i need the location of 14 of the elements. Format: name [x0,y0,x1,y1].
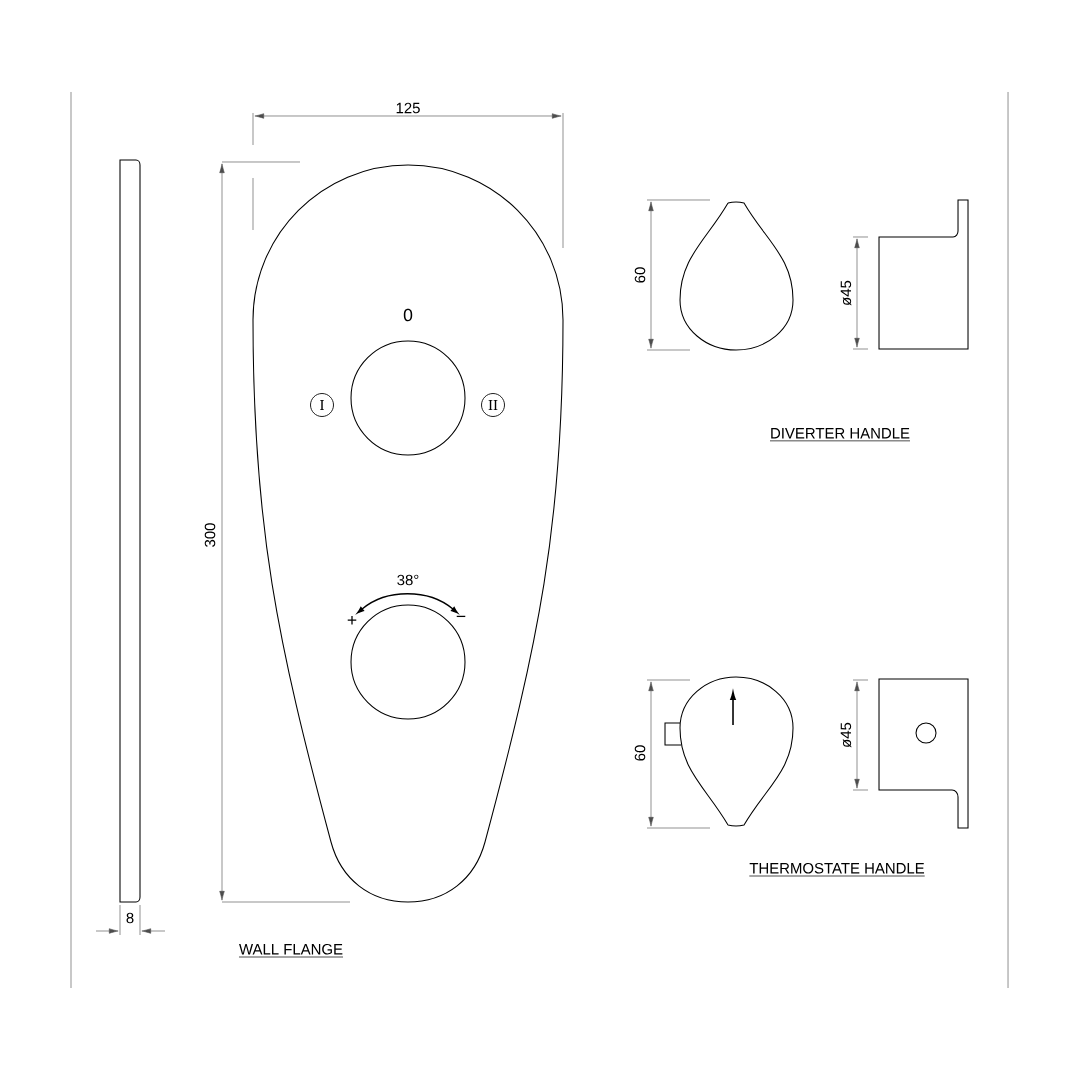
view-title: DIVERTER HANDLE [769,428,911,442]
dimension-label: 8 [126,912,134,924]
dimension-label: 60 [634,267,646,283]
dimension-label: ø45 [840,722,852,748]
view-title: THERMOSTATE HANDLE [748,863,926,877]
dimension-label: 125 [396,102,420,114]
view-title: WALL FLANGE [238,944,344,958]
angle-label: 38° [397,574,419,586]
position-label: 0 [403,308,413,322]
sign-label: − [456,615,466,618]
dimension-label: ø45 [840,280,852,306]
dimension-label: 60 [634,745,646,761]
sign-label: + [347,615,357,625]
dimension-label: 300 [204,523,216,547]
